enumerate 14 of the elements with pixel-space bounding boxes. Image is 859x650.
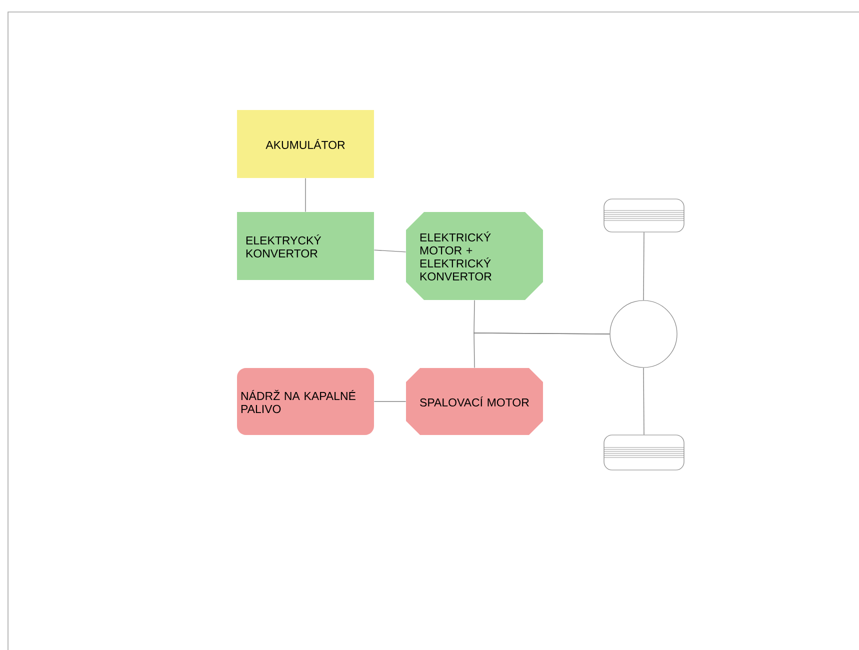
connector-line [374, 401, 406, 402]
connector-line [305, 178, 306, 212]
differential-circle [610, 300, 678, 368]
engine-box: SPALOVACÍ MOTOR [406, 368, 543, 435]
wheel-drawing [604, 198, 684, 232]
motor-box: ELEKTRICKÝ MOTOR + ELEKTRICKÝ KONVERTOR [406, 212, 543, 300]
tank-box: NÁDRŽ NA KAPALNÉ PALIVO [237, 368, 374, 435]
connector-line [374, 250, 406, 252]
wheel-drawing [604, 434, 684, 470]
battery-box: AKUMULÁTOR [237, 110, 374, 178]
converter-box: ELEKTRYCKÝ KONVERTOR [237, 212, 374, 280]
connector-line [474, 332, 610, 368]
connector-line [643, 232, 644, 301]
connector-line [643, 367, 644, 436]
